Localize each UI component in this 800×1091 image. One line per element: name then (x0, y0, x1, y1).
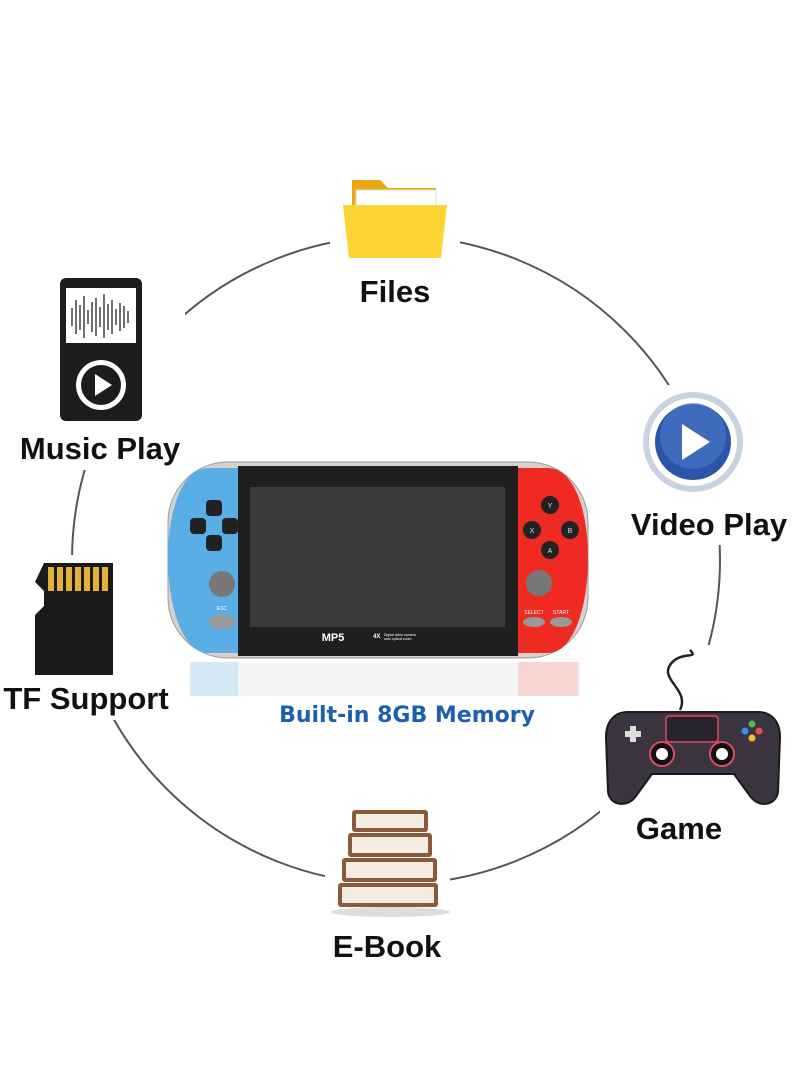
memory-caption: Built-in 8GB Memory (279, 703, 535, 728)
play-icon (643, 392, 743, 492)
device-reflection (190, 662, 580, 696)
zoom-badge: 4X (373, 634, 380, 640)
select-button[interactable] (523, 617, 545, 627)
y-button[interactable] (541, 496, 559, 514)
feature-label-files: Files (360, 274, 431, 309)
dpad[interactable] (190, 500, 238, 551)
model-label: MP5 (322, 632, 345, 644)
gamepad-icon (604, 649, 782, 805)
folder-icon (343, 180, 447, 258)
books-icon (330, 810, 450, 917)
b-label: B (568, 528, 573, 535)
feature-label-music-play: Music Play (20, 431, 181, 466)
feature-label-video-play: Video Play (631, 507, 788, 542)
camera-text-2: auto optical zoom (384, 637, 412, 641)
esc-label: ESC (217, 606, 228, 612)
x-button[interactable] (523, 521, 541, 539)
a-label: A (548, 548, 553, 555)
left-analog-stick[interactable] (209, 571, 235, 597)
start-button[interactable] (550, 617, 572, 627)
feature-label-e-book: E-Book (333, 929, 442, 964)
start-label: START (553, 610, 569, 616)
screen (250, 487, 505, 627)
right-analog-stick[interactable] (526, 570, 552, 596)
sd-card-icon (35, 563, 113, 675)
handheld-console: MP5 4X Digital video camera auto optical… (167, 461, 589, 696)
music-player-icon (60, 278, 142, 421)
camera-text-1: Digital video camera (384, 633, 416, 637)
feature-label-game: Game (636, 811, 722, 846)
right-grip (518, 468, 588, 653)
x-label: X (530, 528, 535, 535)
a-button[interactable] (541, 541, 559, 559)
esc-button[interactable] (209, 615, 235, 629)
select-label: SELECT (524, 610, 543, 616)
b-button[interactable] (561, 521, 579, 539)
feature-label-tf-support: TF Support (3, 681, 168, 716)
y-label: Y (548, 503, 553, 510)
